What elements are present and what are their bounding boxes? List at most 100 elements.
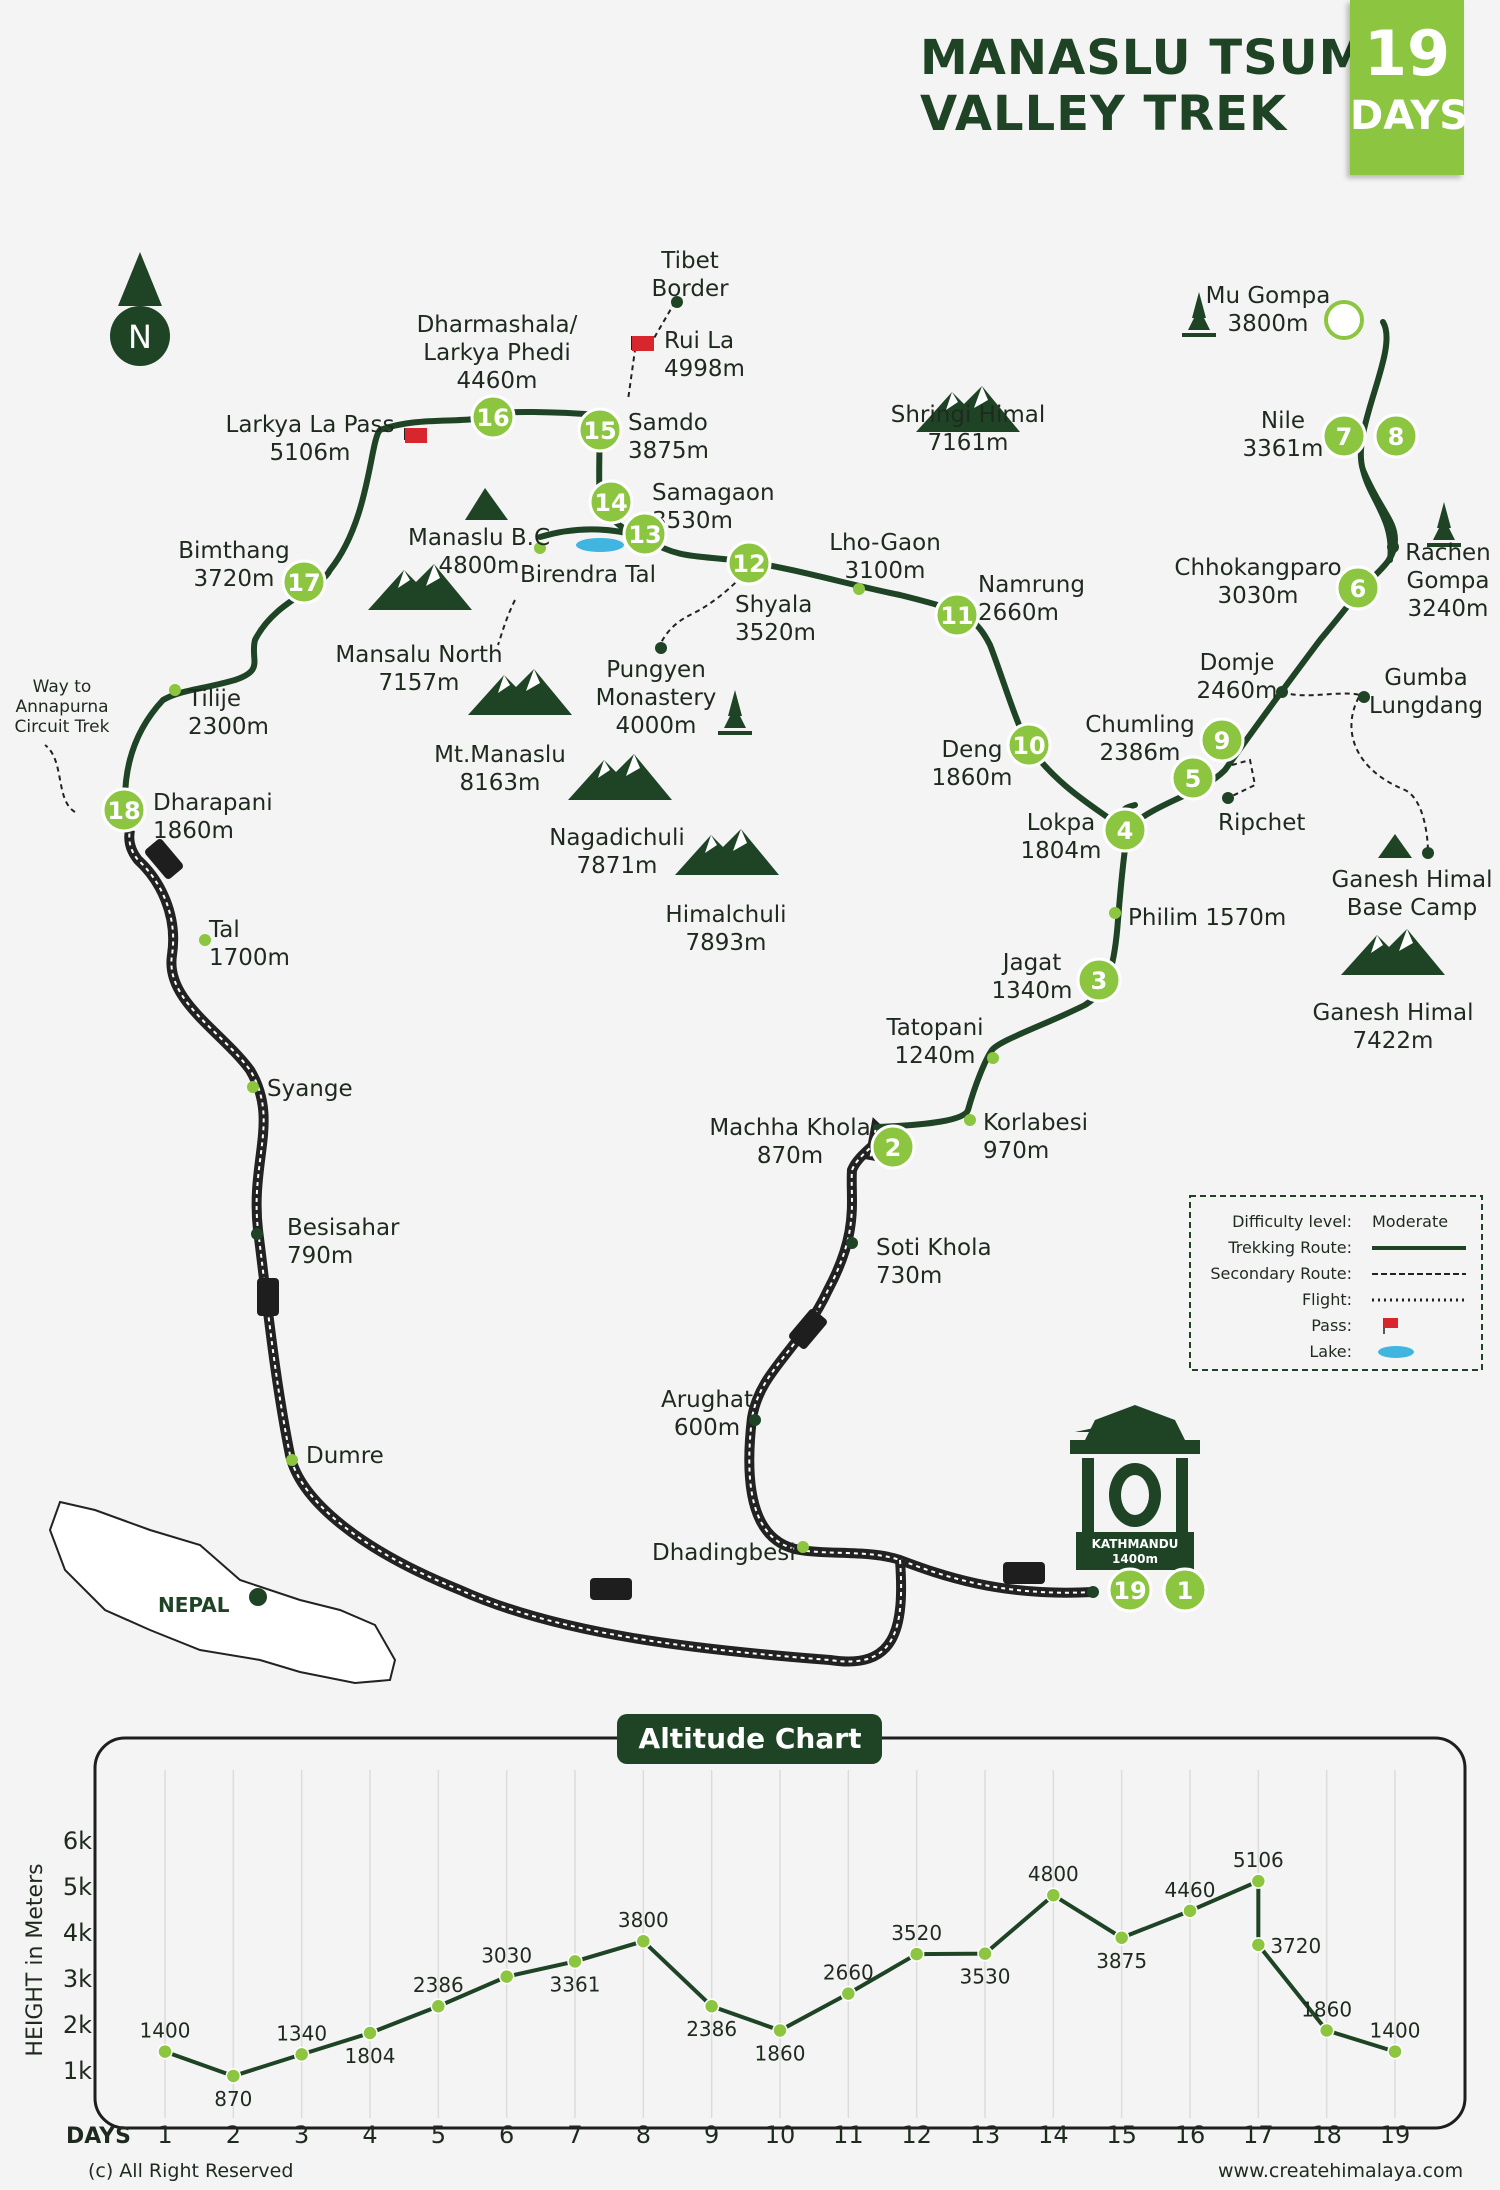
place-label-line: 3520m	[735, 620, 816, 646]
altitude-point	[1113, 1930, 1130, 1946]
day-marker-3: 3	[1076, 957, 1122, 1003]
altitude-point	[1182, 1903, 1198, 1919]
days-label: DAYS	[1350, 93, 1469, 139]
place-label-line: Namrung	[978, 572, 1085, 598]
mountain-label-line: Shringi Himal	[891, 402, 1045, 428]
mountain-label-line: Himalchuli	[665, 902, 786, 928]
mountain-label-line: Mt.Manaslu	[434, 742, 566, 768]
place-label-line: Tatopani	[885, 1015, 983, 1041]
y-tick-label: 1k	[63, 2057, 92, 2085]
place-label-line: 870m	[757, 1143, 823, 1169]
place-label-line: Mu Gompa	[1206, 283, 1331, 309]
place-label-line: Birendra Tal	[520, 562, 656, 588]
place-label-line: 790m	[287, 1243, 353, 1269]
page-title: MANASLU TSUM VALLEY TREK	[920, 30, 1367, 142]
x-tick-label: 10	[765, 2121, 796, 2149]
y-tick-label: 2k	[63, 2011, 92, 2039]
place-label-line: Shyala	[735, 592, 812, 618]
altitude-line	[164, 1878, 1396, 2079]
legend-label-flight: Flight:	[1302, 1290, 1352, 1309]
day-marker-18: 18	[101, 787, 147, 833]
website: www.createhimalaya.com	[1218, 2160, 1464, 2182]
day-marker-9: 9	[1199, 717, 1245, 763]
y-tick-label: 6k	[63, 1827, 92, 1855]
chart-xlabel: DAYS	[66, 2124, 131, 2149]
place-label-line: Larkya Phedi	[423, 340, 570, 366]
place-label-line: Tal	[208, 917, 240, 943]
day-marker-label: 8	[1336, 307, 1353, 335]
place-label-line: Domje	[1200, 650, 1275, 676]
day-marker-label: 15	[583, 417, 616, 445]
day-marker-16: 16	[470, 394, 516, 440]
place-label-line: 1804m	[1021, 838, 1102, 864]
x-tick-label: 11	[833, 2121, 864, 2149]
day-marker-11: 11	[934, 592, 980, 638]
place-label-line: Dumre	[306, 1443, 384, 1469]
altitude-data-label: 2660	[823, 1961, 874, 1985]
place-label-line: Gumba	[1384, 665, 1468, 691]
place-label-line: Samdo	[628, 410, 708, 436]
day-marker-label: 18	[107, 797, 140, 825]
x-tick-label: 6	[499, 2121, 514, 2149]
x-tick-label: 1	[157, 2121, 172, 2149]
day-marker-label: 13	[628, 521, 661, 549]
place-label-line: 730m	[876, 1263, 942, 1289]
bus-icon	[144, 839, 1045, 1600]
mountain-label-line: 7161m	[928, 430, 1009, 456]
x-tick-label: 8	[636, 2121, 651, 2149]
nepal-outline: NEPAL	[48, 1500, 397, 1685]
chart-ylabel: HEIGHT in Meters	[23, 1863, 48, 2056]
chart-grid	[164, 1770, 1396, 2118]
day-marker-2: 2	[870, 1124, 916, 1170]
place-label-line: Border	[651, 276, 729, 302]
compass: N	[110, 252, 170, 366]
place-label-line: Syange	[267, 1076, 353, 1102]
place-label-line: 970m	[983, 1138, 1049, 1164]
place-label-line: Tibet	[660, 248, 719, 274]
altitude-point	[908, 1946, 925, 1962]
place-label-birendra: Birendra Tal	[520, 562, 656, 588]
title-line-1: MANASLU TSUM	[920, 30, 1368, 86]
days-badge: 19 DAYS	[1350, 0, 1469, 175]
altitude-point	[772, 2022, 788, 2039]
place-label-line: 1240m	[895, 1043, 976, 1069]
day-marker-19: 19	[1107, 1567, 1153, 1613]
legend-pass-flag-icon	[1383, 1318, 1398, 1334]
compass-label: N	[128, 318, 152, 356]
y-tick-label: 3k	[63, 1965, 92, 1993]
mountain-label-line: Ganesh Himal	[1312, 1000, 1473, 1026]
place-label-line: Larkya La Pass	[226, 412, 395, 438]
place-label-line: 4460m	[457, 368, 538, 394]
altitude-point	[362, 2025, 378, 2041]
day-marker-8: 8	[1324, 300, 1364, 340]
place-label-line: Nile	[1261, 408, 1305, 434]
place-label-ripchet: Ripchet	[1218, 810, 1305, 836]
altitude-data-label: 3800	[618, 1908, 669, 1932]
day-marker-label: 16	[476, 404, 509, 432]
place-label-line: 1860m	[153, 818, 234, 844]
altitude-point	[1250, 1873, 1267, 1889]
altitude-data-label: 1340	[276, 2021, 327, 2045]
place-label-line: Gompa	[1407, 568, 1490, 594]
place-label-line: Pungyen	[606, 657, 706, 683]
kathmandu-alt: 1400m	[1112, 1552, 1158, 1566]
place-label-line: Dharapani	[153, 790, 273, 816]
mountain-icon	[368, 564, 472, 610]
